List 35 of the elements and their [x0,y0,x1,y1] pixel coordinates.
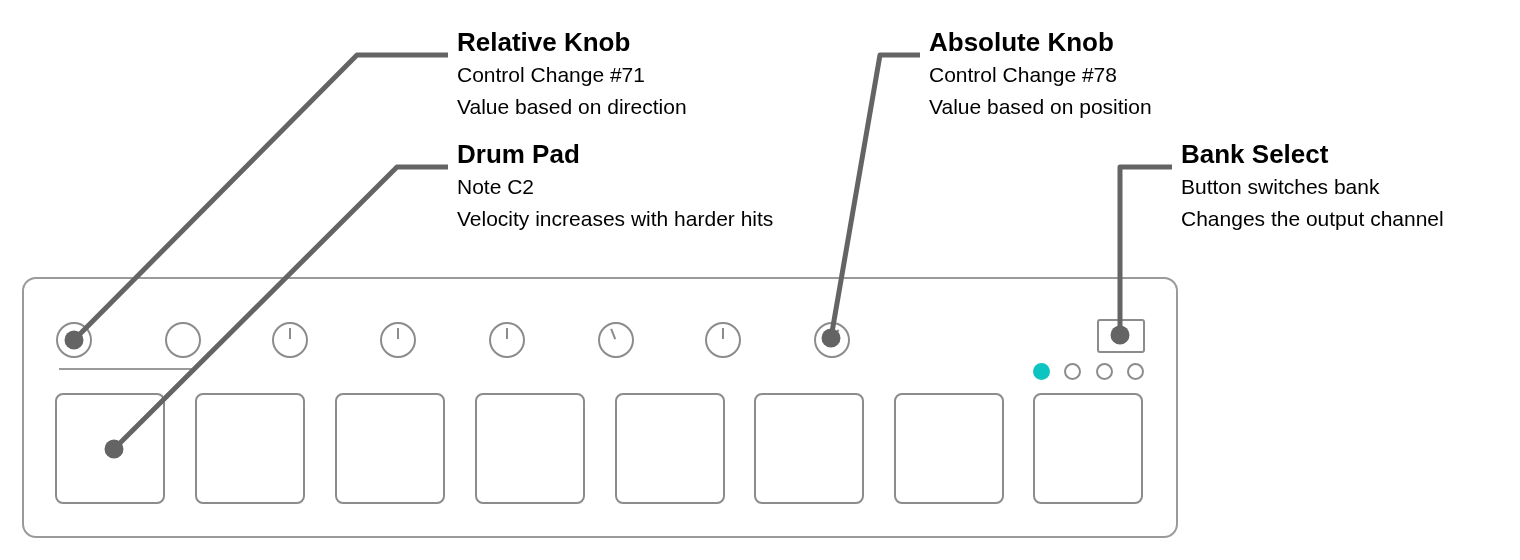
callout-text: Control Change #78 [929,62,1118,88]
callout-text: Value based on position [929,94,1152,120]
bank-led [1064,363,1081,380]
knob-dial [165,322,201,358]
knob-dial [598,322,634,358]
drum-pad [475,393,585,504]
callout-text: Changes the output channel [1181,206,1444,232]
callout-text: Value based on direction [457,94,687,120]
bank-led [1127,363,1144,380]
callout-title: Absolute Knob [929,26,1115,59]
callout-text: Button switches bank [1181,174,1381,200]
bank-led [1096,363,1113,380]
callout-text: Velocity increases with harder hits [457,206,774,232]
leader-line [64,52,448,350]
controller-body [22,277,1178,538]
drum-pad [615,393,725,504]
callout-title: Bank Select [1181,138,1330,171]
drum-pad [335,393,445,504]
callout-title: Relative Knob [457,26,632,59]
callout-text: Note C2 [457,174,536,200]
drum-pad [55,393,165,504]
knob-dial [272,322,308,358]
bank-led [1033,363,1050,380]
leader-line [821,52,920,348]
drum-pad [754,393,864,504]
leader-line [1110,164,1172,345]
callout-title: Drum Pad [457,138,581,171]
callout-text: Control Change #71 [457,62,646,88]
knob-dial [489,322,525,358]
drum-pad [195,393,305,504]
knob-dial [380,322,416,358]
drum-pad [894,393,1004,504]
drum-pad [1033,393,1143,504]
knob-dial [705,322,741,358]
leader-line [104,164,448,459]
